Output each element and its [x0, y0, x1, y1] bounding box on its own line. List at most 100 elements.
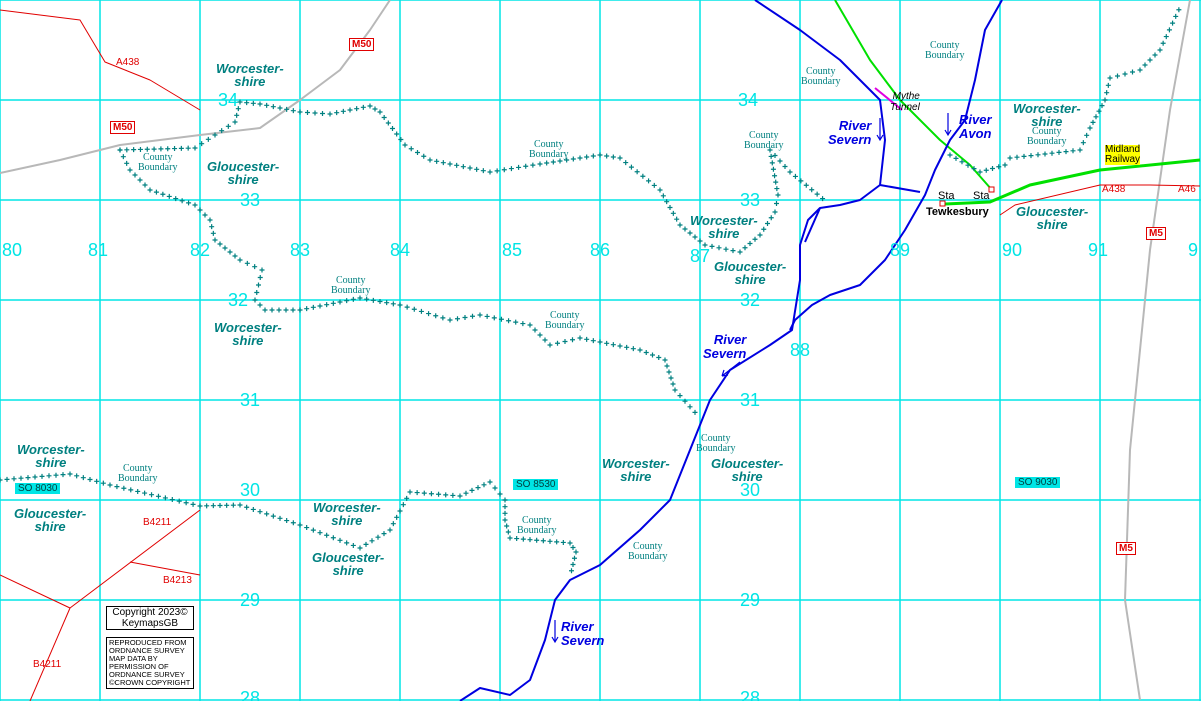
boundary-cross [304, 525, 310, 531]
boundary-cross [1077, 147, 1083, 153]
boundary-cross [173, 196, 179, 202]
boundary-cross [492, 485, 498, 491]
boundary-cross [534, 537, 540, 543]
boundary-cross [767, 147, 773, 153]
boundary-cross [256, 282, 261, 288]
boundary-cross [421, 490, 427, 496]
boundary-cross [347, 107, 353, 113]
boundary-cross [761, 226, 767, 232]
boundary-cross [178, 145, 184, 151]
boundary-cross [584, 336, 590, 342]
boundary-cross [507, 535, 513, 541]
boundary-cross [577, 335, 583, 341]
boundary-cross [185, 145, 191, 151]
boundary-cross [230, 502, 236, 508]
boundary-cross [169, 497, 175, 503]
boundary-cross [670, 210, 676, 216]
boundary-cross [1080, 140, 1086, 146]
river-severn [459, 0, 886, 701]
boundary-cross [94, 478, 100, 484]
boundary-cross [1056, 149, 1062, 155]
motorway-m5-label: M5 [1146, 227, 1166, 240]
boundary-cross [360, 104, 366, 110]
boundary-cross [357, 295, 363, 301]
station-label: Sta [938, 190, 955, 202]
boundary-cross [502, 504, 508, 510]
boundary-cross [132, 172, 138, 178]
boundary-cross [666, 369, 672, 375]
boundary-cross [257, 302, 263, 308]
boundary-cross [628, 164, 634, 170]
station-marker [988, 186, 995, 193]
boundary-cross [604, 340, 610, 346]
boundary-cross [457, 493, 463, 499]
boundary-cross [224, 502, 230, 508]
boundary-cross [610, 154, 616, 160]
boundary-cross [557, 158, 563, 164]
boundary-cross [774, 201, 779, 206]
river-channel [804, 207, 821, 243]
boundary-cross [809, 187, 815, 193]
boundary-cross [363, 541, 369, 547]
boundary-cross [513, 319, 519, 325]
boundary-cross [390, 126, 395, 131]
boundary-cross [394, 514, 400, 520]
boundary-cross [664, 199, 670, 205]
boundary-cross [192, 202, 198, 208]
boundary-cross [179, 198, 185, 204]
boundary-cross [46, 473, 52, 479]
boundary-cross [18, 475, 24, 481]
boundary-cross [814, 191, 820, 197]
boundary-cross [1087, 125, 1093, 131]
county-gloucestershire: Gloucester- shire [714, 259, 787, 287]
boundary-cross [1002, 162, 1008, 168]
boundary-cross [244, 504, 250, 510]
boundary-cross [144, 146, 150, 152]
county-gloucestershire: Gloucester- shire [14, 506, 87, 534]
boundary-cross [497, 491, 503, 497]
boundary-cross [651, 182, 657, 188]
easting-82: 82 [190, 240, 211, 260]
boundary-cross [682, 398, 688, 404]
boundary-cross [404, 495, 410, 501]
boundary-cross [426, 311, 432, 317]
boundary-cross [402, 142, 408, 148]
boundary-cross [1035, 152, 1041, 158]
boundary-cross [1096, 108, 1102, 114]
boundary-cross [259, 267, 265, 273]
county-boundary-label: County Boundary [801, 66, 841, 87]
boundary-cross [752, 236, 758, 242]
road-b4213 [129, 561, 201, 576]
boundary-cross [550, 159, 556, 165]
boundary-cross [312, 110, 318, 116]
boundary-cross [460, 164, 466, 170]
boundary-cross [124, 147, 130, 153]
boundary-cross [222, 245, 228, 251]
notice-line: ORDNANCE SURVEY [109, 670, 185, 679]
boundary-cross [502, 510, 508, 516]
boundary-cross [166, 193, 172, 199]
boundary-cross [617, 343, 623, 349]
notice-line: PERMISSION OF [109, 662, 169, 671]
boundary-cross [777, 158, 783, 164]
boundary-cross [450, 492, 456, 498]
boundary-cross [330, 300, 336, 306]
county-gloucestershire: Gloucester- shire [207, 159, 280, 187]
boundary-cross [996, 164, 1002, 170]
boundary-cross [284, 106, 290, 112]
boundary-cross [290, 307, 296, 313]
boundary-cross [547, 538, 553, 544]
river-severn-label: River Severn [561, 619, 605, 648]
boundary-cross [570, 156, 576, 162]
boundary-cross [470, 313, 475, 319]
station-marker [939, 200, 946, 207]
boundary-cross [297, 522, 303, 528]
easting-89: 89 [890, 240, 911, 260]
boundary-cross [687, 404, 693, 410]
boundary-cross [205, 136, 211, 142]
boundary-cross [623, 160, 629, 166]
boundary-cross [340, 108, 346, 114]
boundary-cross [397, 508, 403, 514]
